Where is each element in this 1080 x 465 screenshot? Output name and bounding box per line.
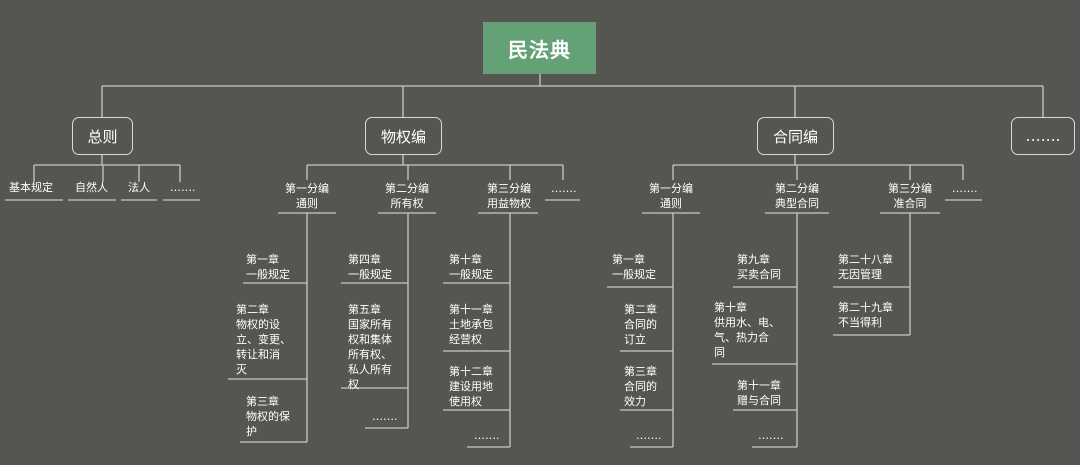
node-contract: 合同编 — [757, 117, 834, 155]
chapter-node: 第二章物权的设立、变更、转让和消灭 — [236, 303, 291, 376]
property-sub: 第二分编所有权 — [385, 182, 429, 210]
chapter-node: ……. — [474, 429, 500, 442]
contract-sub: 第一分编通则 — [649, 182, 693, 210]
contract-sub: 第三分编准合同 — [888, 182, 932, 210]
chapter-node: 第十章一般规定 — [449, 253, 493, 281]
node-property: 物权编 — [365, 117, 442, 155]
property-sub: 第一分编通则 — [285, 182, 329, 210]
contract-sub: ……. — [952, 182, 978, 195]
general-item: 基本规定 — [9, 181, 53, 194]
property-sub: ……. — [551, 182, 577, 195]
contract-sub: 第二分编典型合同 — [775, 182, 819, 210]
chapter-node: 第十二章建设用地使用权 — [449, 365, 493, 408]
root-node: 民法典 — [483, 22, 596, 74]
general-item: 自然人 — [75, 181, 108, 194]
chapter-node: ……. — [636, 429, 662, 442]
chapter-node: 第十章供用水、电、气、热力合同 — [714, 301, 780, 359]
chapter-node: 第九章买卖合同 — [737, 253, 781, 281]
property-sub: 第三分编用益物权 — [487, 182, 531, 210]
general-item: 法人 — [128, 181, 150, 194]
node-general: 总则 — [72, 117, 133, 155]
chapter-node: 第二十九章不当得利 — [838, 301, 893, 329]
chapter-node: ……. — [372, 410, 398, 423]
chapter-node: 第四章一般规定 — [348, 253, 392, 281]
chapter-node: 第一章一般规定 — [612, 253, 656, 281]
chapter-node: 第十一章土地承包经营权 — [449, 303, 493, 346]
chapter-node: 第二章合同的订立 — [624, 303, 657, 346]
chapter-node: 第一章一般规定 — [246, 253, 290, 281]
general-item: ……. — [170, 181, 196, 194]
chapter-node: 第十一章赠与合同 — [737, 379, 781, 407]
chapter-node: 第二十八章无因管理 — [838, 253, 893, 281]
chapter-node: ……. — [758, 429, 784, 442]
chapter-node: 第三章物权的保护 — [246, 395, 290, 438]
chapter-node: 第三章合同的效力 — [624, 365, 657, 408]
chapter-node: 第五章国家所有权和集体所有权、私人所有权 — [348, 303, 392, 391]
node-more: ……. — [1011, 117, 1075, 155]
